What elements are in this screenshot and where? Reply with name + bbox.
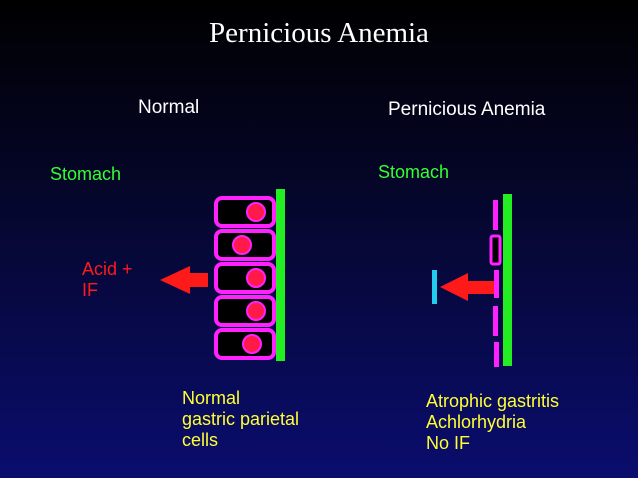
normal-heading: Normal (138, 97, 200, 118)
atrophic-remnant (494, 270, 499, 298)
normal-caption-line1: Normal (182, 388, 241, 408)
cell-nucleus (246, 301, 266, 321)
blocked-secretion-bar (432, 270, 437, 304)
normal-secretion-arrow (160, 266, 208, 294)
pernicious-caption: Atrophic gastritis Achlorhydria No IF (426, 391, 559, 454)
normal-caption-line2: gastric parietal (182, 409, 300, 429)
pernicious-caption-line2: Achlorhydria (426, 412, 527, 432)
pernicious-stomach-wall (503, 194, 512, 366)
normal-parietal-cells (214, 196, 276, 360)
normal-arrow-head (160, 266, 190, 294)
pernicious-stomach-label: Stomach (378, 162, 450, 182)
pernicious-heading: Pernicious Anemia (388, 99, 546, 120)
atrophic-cell-remnants (489, 200, 502, 367)
pernicious-arrow-shaft (466, 281, 494, 294)
cell-nucleus (232, 235, 252, 255)
normal-caption-line3: cells (182, 430, 219, 450)
atrophic-remnant (493, 200, 498, 230)
cell-nucleus (242, 334, 262, 354)
acid-if-line2: IF (82, 280, 98, 300)
pernicious-caption-line1: Atrophic gastritis (426, 391, 560, 411)
cell-nucleus (246, 268, 266, 288)
pernicious-caption-line3: No IF (426, 433, 471, 453)
normal-stomach-label: Stomach (50, 164, 122, 184)
slide-title: Pernicious Anemia (209, 17, 429, 49)
normal-arrow-shaft (186, 273, 208, 287)
normal-caption: Normal gastric parietal cells (182, 388, 299, 451)
normal-stomach-wall (276, 189, 285, 361)
atrophic-remnant (493, 306, 498, 336)
atrophic-remnant-cell (489, 234, 502, 266)
pernicious-arrow-head (440, 273, 468, 301)
acid-if-label: Acid + IF (82, 259, 133, 301)
pernicious-secretion-arrow (440, 273, 494, 301)
acid-if-line1: Acid + (82, 259, 133, 279)
atrophic-remnant (494, 342, 499, 367)
cell-nucleus (246, 202, 266, 222)
